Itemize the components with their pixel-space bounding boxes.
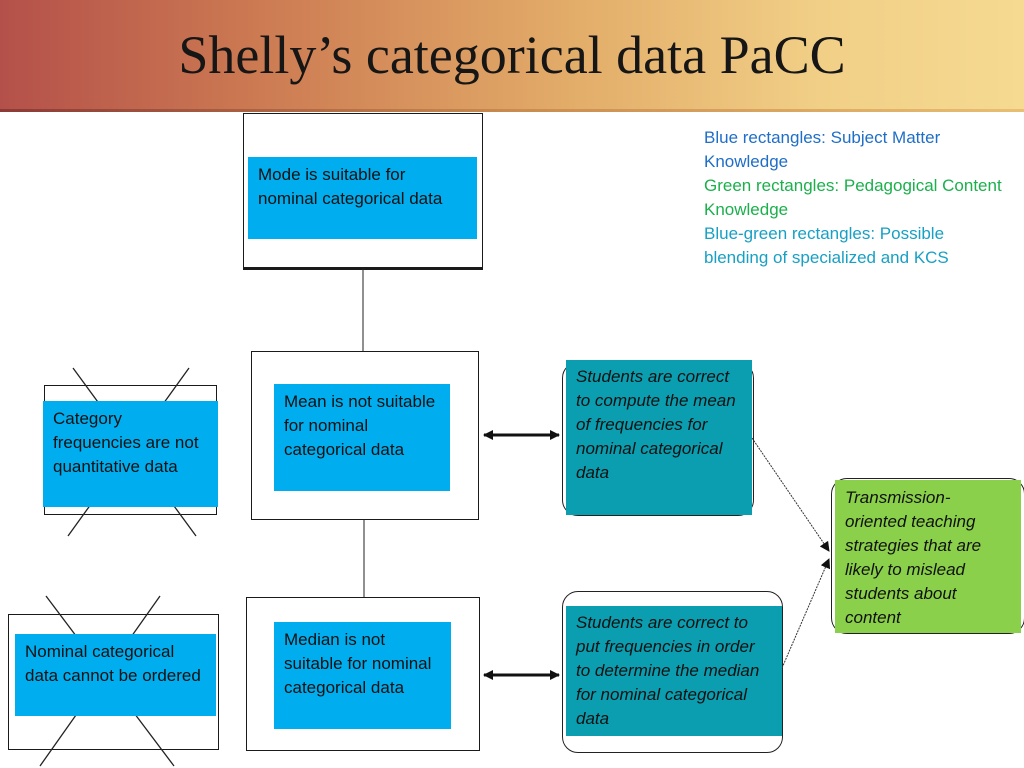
- students-median-arrow: [781, 558, 831, 669]
- legend-blue: Blue rectangles: Subject Matter Knowledg…: [704, 128, 941, 171]
- mean-box: Mean is not suitable for nominal categor…: [274, 384, 450, 491]
- students-median-box: Students are correct to put frequencies …: [566, 606, 782, 736]
- students-mean-box: Students are correct to compute the mean…: [566, 360, 752, 515]
- legend: Blue rectangles: Subject Matter Knowledg…: [704, 126, 1004, 270]
- legend-green: Green rectangles: Pedagogical Content Kn…: [704, 176, 1002, 219]
- legend-blue-green: Blue-green rectangles: Possible blending…: [704, 224, 949, 267]
- median-box: Median is not suitable for nominal categ…: [274, 622, 451, 729]
- nominal-ordered-box: Nominal categorical data cannot be order…: [15, 634, 216, 716]
- slide-title: Shelly’s categorical data PaCC: [178, 25, 846, 85]
- mode-box: Mode is suitable for nominal categorical…: [248, 157, 477, 239]
- title-banner: [0, 0, 1024, 112]
- category-frequencies-box: Category frequencies are not quantitativ…: [43, 401, 218, 507]
- students-mean-arrow: [751, 437, 830, 552]
- transmission-box: Transmission-oriented teaching strategie…: [835, 480, 1021, 633]
